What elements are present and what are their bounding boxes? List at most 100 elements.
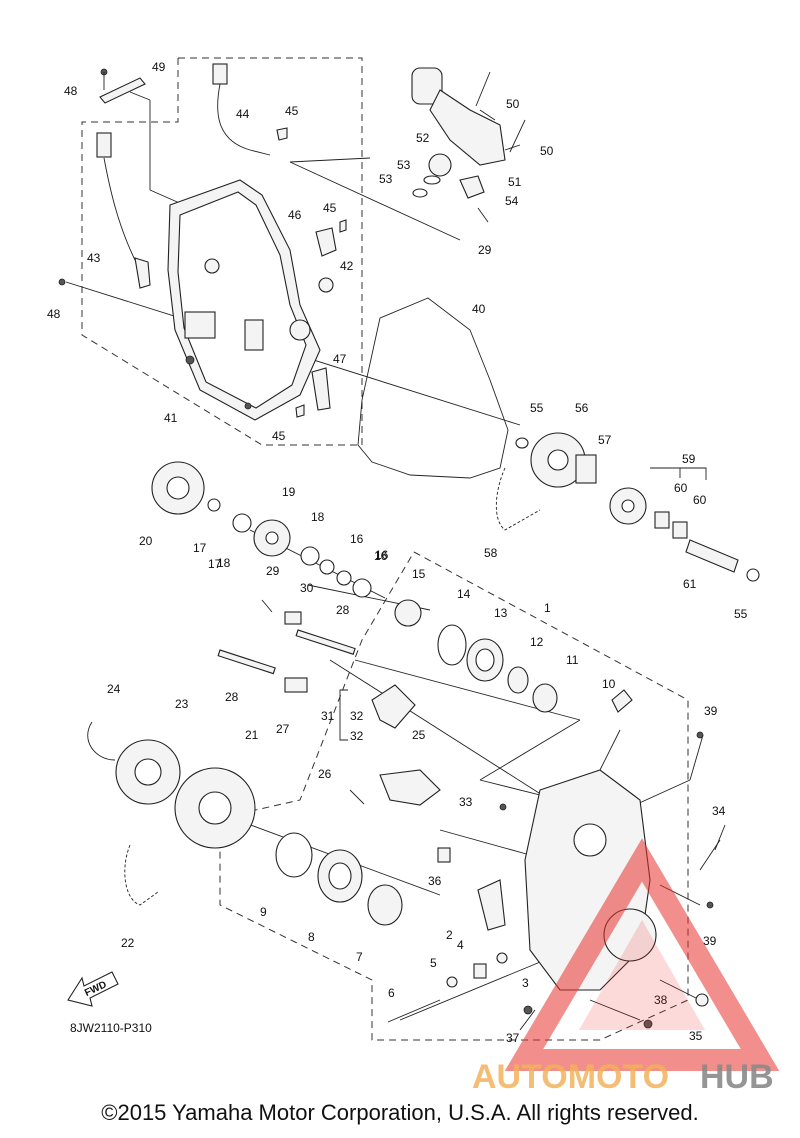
part-label: 58 <box>484 546 498 560</box>
part-label: 32 <box>350 709 364 723</box>
part-label: 51 <box>508 175 522 189</box>
part-label: 61 <box>683 577 697 591</box>
part-label: 39 <box>704 704 718 718</box>
speed-sensor <box>212 63 271 156</box>
part-label: 39 <box>703 934 717 948</box>
part-label: 16 <box>350 532 364 546</box>
watermark-logo: AUTOMOTO HUB <box>472 838 780 1096</box>
part-label: 28 <box>225 690 239 704</box>
part-label: 30 <box>300 581 314 595</box>
part-label: 21 <box>245 728 259 742</box>
part-label: 45 <box>285 104 299 118</box>
part-label: 11 <box>566 653 579 667</box>
part-label: 37 <box>506 1031 520 1045</box>
cover-small-parts <box>276 127 347 418</box>
part-label: 24 <box>107 682 121 696</box>
part-label: 34 <box>712 804 726 818</box>
part-label: 8 <box>308 930 315 944</box>
part-label: 33 <box>459 795 473 809</box>
bearing-stack <box>394 599 558 713</box>
part-label: 26 <box>318 767 332 781</box>
part-label: 16 <box>374 549 388 563</box>
part-label: 49 <box>152 60 166 74</box>
part-label: 55 <box>734 607 748 621</box>
chain-drive <box>495 432 760 582</box>
shift-motor <box>411 67 526 223</box>
part-label: 45 <box>272 429 286 443</box>
shift-fork <box>349 684 441 806</box>
part-label: 17 <box>193 541 207 555</box>
part-label: 60 <box>674 481 688 495</box>
part-label: 54 <box>505 194 519 208</box>
part-label: 3 <box>522 976 529 990</box>
case-small-parts <box>387 731 726 1029</box>
crankcase-cover <box>167 179 321 421</box>
part-label: 29 <box>478 243 492 257</box>
part-label: 13 <box>494 606 508 620</box>
gasket <box>357 297 509 479</box>
part-label: 7 <box>356 950 363 964</box>
part-label: 6 <box>388 986 395 1000</box>
part-label: 55 <box>530 401 544 415</box>
bracket-plate <box>58 68 146 286</box>
part-label: 36 <box>428 874 442 888</box>
copyright-notice: ©2015 Yamaha Motor Corporation, U.S.A. A… <box>101 1100 699 1125</box>
part-label: 17 <box>208 557 222 571</box>
shift-shafts <box>217 599 356 693</box>
part-label: 18 <box>311 510 325 524</box>
part-label: 53 <box>379 172 393 186</box>
part-label: 50 <box>506 97 520 111</box>
part-labels: 1 2 3 4 5 6 7 8 9 10 11 12 13 14 15 16 1… <box>47 60 748 1045</box>
fwd-arrow-icon: FWD <box>67 971 119 1007</box>
part-label: 28 <box>336 603 350 617</box>
part-label: 46 <box>288 208 302 222</box>
part-label: 14 <box>457 587 471 601</box>
part-label: 40 <box>472 302 486 316</box>
sensor-cable <box>96 132 151 289</box>
part-label: 4 <box>457 938 464 952</box>
part-label: 60 <box>693 493 707 507</box>
fwd-label: FWD <box>83 979 108 999</box>
part-label: 48 <box>47 307 61 321</box>
part-label: 15 <box>412 567 426 581</box>
watermark-hub-text: HUB <box>700 1058 774 1096</box>
part-label: 5 <box>430 956 437 970</box>
part-label: 38 <box>654 993 668 1007</box>
gear-stack-lower <box>87 721 256 906</box>
part-label: 22 <box>121 936 135 950</box>
gear-stack-upper <box>151 461 372 598</box>
lower-bearings <box>275 832 403 926</box>
part-label: 10 <box>602 677 616 691</box>
part-label: 59 <box>682 452 696 466</box>
part-label: 16 <box>375 548 389 562</box>
transmission-case <box>437 689 657 991</box>
part-label: 31 <box>321 709 335 723</box>
part-label: 25 <box>412 728 426 742</box>
part-label: 29 <box>266 564 280 578</box>
part-label: 45 <box>323 201 337 215</box>
part-label: 52 <box>416 131 430 145</box>
part-label: 9 <box>260 905 267 919</box>
part-label: 18 <box>217 556 231 570</box>
part-label: 2 <box>446 928 453 942</box>
part-label: 19 <box>282 485 296 499</box>
part-label: 23 <box>175 697 189 711</box>
part-label: 41 <box>164 411 178 425</box>
part-label: 27 <box>276 722 290 736</box>
diagram-code: 8JW2110-P310 <box>70 1021 152 1035</box>
part-label: 48 <box>64 84 78 98</box>
part-label: 43 <box>87 251 101 265</box>
part-label: 47 <box>333 352 347 366</box>
part-label: 53 <box>397 158 411 172</box>
part-label: 44 <box>236 107 250 121</box>
part-label: 12 <box>530 635 544 649</box>
group-outlines <box>81 57 707 1041</box>
part-label: 20 <box>139 534 153 548</box>
part-label: 1 <box>544 601 551 615</box>
part-label: 32 <box>350 729 364 743</box>
part-label: 57 <box>598 433 612 447</box>
part-label: 35 <box>689 1029 703 1043</box>
part-label: 50 <box>540 144 554 158</box>
watermark-auto-text: AUTOMOTO <box>472 1058 669 1096</box>
